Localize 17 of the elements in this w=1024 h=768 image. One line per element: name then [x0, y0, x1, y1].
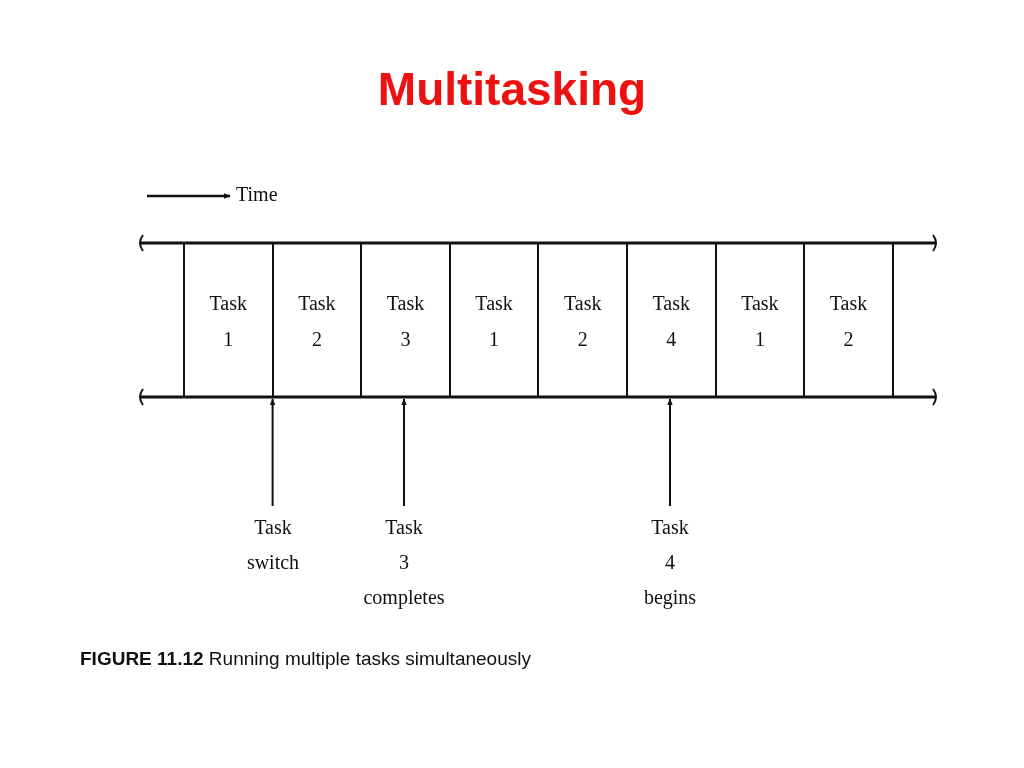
- arrow: [269, 398, 276, 507]
- task-slot: Task 1: [448, 243, 540, 397]
- task-slot: Task 2: [803, 243, 894, 397]
- task-slot: Task 2: [537, 243, 628, 397]
- axis-label: Time: [236, 183, 278, 206]
- event-label: Task 4 begins: [624, 510, 716, 615]
- arrow: [401, 398, 407, 507]
- arrow: [667, 398, 673, 507]
- task-slot: Task 1: [183, 243, 274, 397]
- title: Multitasking: [376, 62, 648, 116]
- task-slot: Task 1: [714, 243, 806, 397]
- figure-caption: FIGURE 11.12 Running multiple tasks simultaneously: [80, 648, 531, 670]
- event-label: Task 3 completes: [358, 510, 450, 615]
- event-label: Task switch: [227, 510, 319, 580]
- task-slot: Task 4: [626, 243, 717, 397]
- task-slot: Task 2: [271, 243, 363, 397]
- task-slot: Task 3: [360, 243, 451, 397]
